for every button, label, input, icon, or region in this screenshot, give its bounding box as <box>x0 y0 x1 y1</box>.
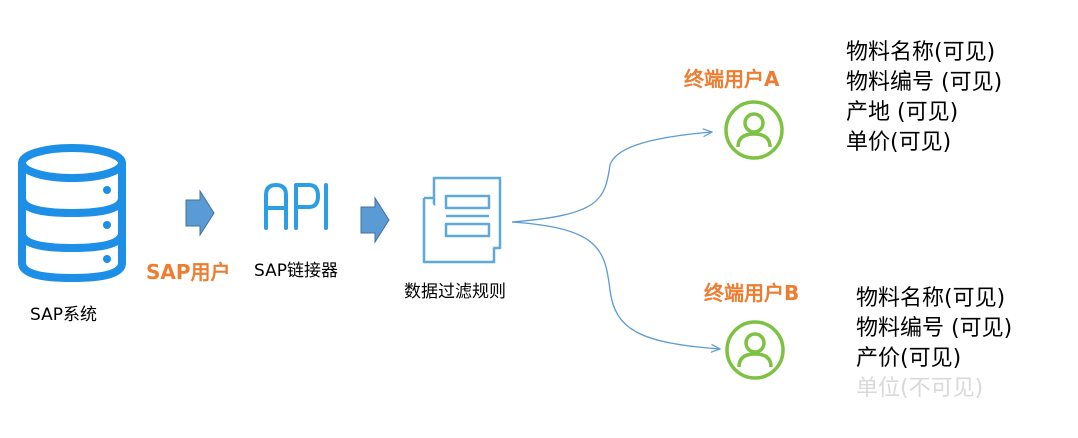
connector-to-user-a <box>511 132 712 223</box>
flow-arrow-right-icon <box>360 196 390 244</box>
flow-arrow-right-icon <box>185 189 215 237</box>
sap-system-label: SAP系统 <box>30 305 97 325</box>
user-b-attribute-item: 物料编号 (可见) <box>856 316 1013 341</box>
user-a-attribute-item: 物料编号 (可见) <box>846 70 1003 95</box>
database-icon <box>18 144 126 282</box>
sap-user-label: SAP用户 <box>146 260 231 284</box>
document-filter-icon <box>422 176 502 264</box>
api-connector-label: SAP链接器 <box>254 261 338 281</box>
user-a-attribute-list: 物料名称(可见) 物料编号 (可见) 产地 (可见) 单价(可见) <box>846 38 1002 158</box>
user-a-avatar-icon <box>724 100 784 160</box>
database-indicator-dots <box>103 186 111 263</box>
data-filter-rule-label: 数据过滤规则 <box>404 282 506 302</box>
user-a-attribute-item: 产地 (可见) <box>846 100 959 125</box>
user-b-attribute-item: 物料名称(可见) <box>856 286 1006 311</box>
connector-to-user-b <box>511 221 720 349</box>
user-b-attribute-item: 产价(可见) <box>856 346 962 371</box>
user-a-title: 终端用户A <box>684 67 780 91</box>
user-a-attribute-item: 单价(可见) <box>846 130 952 155</box>
user-b-attribute-item-hidden: 单位(不可见) <box>856 376 984 401</box>
user-b-attribute-list: 物料名称(可见) 物料编号 (可见) 产价(可见) 单位(不可见) <box>856 284 1012 404</box>
user-a-attribute-item: 物料名称(可见) <box>846 40 996 65</box>
user-b-title: 终端用户B <box>704 281 800 305</box>
user-b-avatar-icon <box>725 320 785 380</box>
api-icon <box>264 183 328 230</box>
